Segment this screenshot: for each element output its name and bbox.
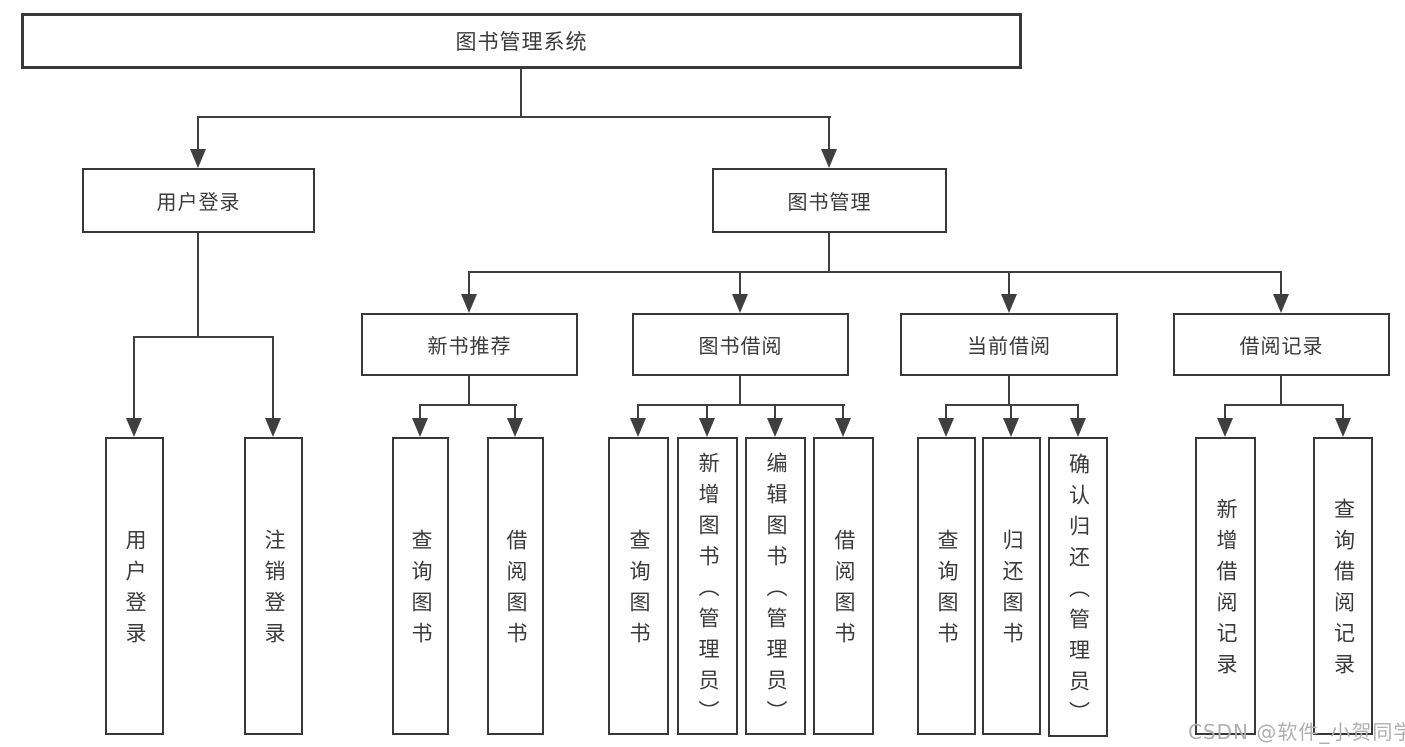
node-label: 确认归还（管理员） [1066, 452, 1091, 732]
leaf-return-books: 归还图书 [982, 437, 1041, 735]
node-book-borrowing: 图书借阅 [632, 313, 849, 376]
connector-line [468, 376, 470, 405]
arrow-down-icon [1070, 418, 1086, 437]
arrow-down-icon [1003, 418, 1019, 437]
arrow-down-icon [190, 149, 206, 168]
node-label: 查询图书 [627, 529, 651, 653]
node-label: 用户登录 [156, 190, 241, 214]
arrow-down-icon [1335, 418, 1351, 437]
node-label: 新增借阅记录 [1214, 498, 1238, 684]
leaf-query-books-current: 查询图书 [917, 437, 976, 735]
connector-line [637, 404, 639, 420]
arrow-down-icon [265, 418, 281, 437]
connector-line [197, 116, 831, 118]
connector-line [945, 404, 947, 420]
connector-line [1280, 271, 1282, 295]
leaf-query-books-recommend: 查询图书 [392, 437, 449, 735]
arrow-down-icon [767, 418, 783, 437]
connector-line [1224, 404, 1226, 420]
node-borrowing-records: 借阅记录 [1173, 313, 1390, 376]
connector-line [1280, 376, 1282, 405]
connector-line [1008, 376, 1010, 405]
connector-line [739, 376, 741, 405]
node-label: 查询图书 [935, 529, 959, 653]
connector-line [197, 233, 199, 338]
connector-line [637, 404, 845, 406]
node-label: 新增图书（管理员） [696, 451, 720, 731]
connector-line [133, 336, 274, 338]
connector-line [1010, 404, 1012, 420]
connector-line [514, 404, 516, 420]
node-label: 查询图书 [409, 529, 433, 653]
node-label: 归还图书 [1000, 529, 1024, 653]
connector-line [1008, 271, 1010, 295]
arrow-down-icon [699, 418, 715, 437]
node-library-management-system: 图书管理系统 [21, 13, 1022, 69]
connector-line [1224, 404, 1344, 406]
leaf-query-borrow-record: 查询借阅记录 [1313, 437, 1373, 735]
node-label: 编辑图书（管理员） [764, 451, 788, 731]
connector-line [468, 271, 1282, 273]
leaf-borrow-books-recommend: 借阅图书 [487, 437, 544, 735]
connector-line [272, 336, 274, 419]
arrow-down-icon [821, 149, 837, 168]
arrow-down-icon [507, 418, 523, 437]
connector-line [133, 336, 135, 419]
connector-line [1342, 404, 1344, 420]
node-user-login: 用户登录 [82, 168, 315, 233]
leaf-add-book-admin: 新增图书（管理员） [677, 437, 738, 735]
connector-line [945, 404, 1079, 406]
node-label: 图书管理 [787, 190, 872, 214]
node-label: 借阅图书 [832, 529, 856, 653]
arrow-down-icon [1001, 294, 1017, 313]
connector-line [419, 404, 421, 420]
node-label: 图书管理系统 [455, 30, 588, 54]
connector-line [197, 116, 199, 150]
arrow-down-icon [1273, 294, 1289, 313]
leaf-edit-book-admin: 编辑图书（管理员） [745, 437, 806, 735]
node-label: 用户登录 [123, 529, 147, 653]
node-label: 新书推荐 [427, 334, 512, 358]
connector-line [520, 68, 522, 117]
arrow-down-icon [461, 294, 477, 313]
node-label: 当前借阅 [967, 334, 1051, 358]
leaf-query-books-borrowing: 查询图书 [608, 437, 669, 735]
connector-line [739, 271, 741, 295]
node-current-borrowing: 当前借阅 [900, 313, 1118, 376]
leaf-logout: 注销登录 [244, 437, 303, 735]
node-book-management: 图书管理 [712, 168, 947, 233]
connector-line [842, 404, 844, 420]
connector-line [419, 404, 517, 406]
connector-line [468, 271, 470, 295]
leaf-add-borrow-record: 新增借阅记录 [1195, 437, 1256, 735]
leaf-confirm-return-admin: 确认归还（管理员） [1048, 437, 1108, 737]
node-new-book-recommendation: 新书推荐 [361, 313, 578, 376]
arrow-down-icon [412, 418, 428, 437]
connector-line [1077, 404, 1079, 420]
arrow-down-icon [1217, 418, 1233, 437]
leaf-borrow-books: 借阅图书 [813, 437, 874, 735]
connector-line [828, 116, 830, 150]
connector-line [828, 233, 830, 273]
arrow-down-icon [732, 294, 748, 313]
node-label: 借阅图书 [504, 529, 528, 653]
connector-line [706, 404, 708, 420]
node-label: 借阅记录 [1239, 334, 1324, 358]
watermark-text: CSDN @软件_小贺同学 [1188, 720, 1405, 744]
node-label: 注销登录 [262, 529, 286, 653]
arrow-down-icon [126, 418, 142, 437]
node-label: 查询借阅记录 [1331, 498, 1356, 684]
arrow-down-icon [938, 418, 954, 437]
arrow-down-icon [630, 418, 646, 437]
leaf-user-login: 用户登录 [105, 437, 164, 735]
connector-line [774, 404, 776, 420]
arrow-down-icon [835, 418, 851, 437]
node-label: 图书借阅 [698, 334, 783, 358]
